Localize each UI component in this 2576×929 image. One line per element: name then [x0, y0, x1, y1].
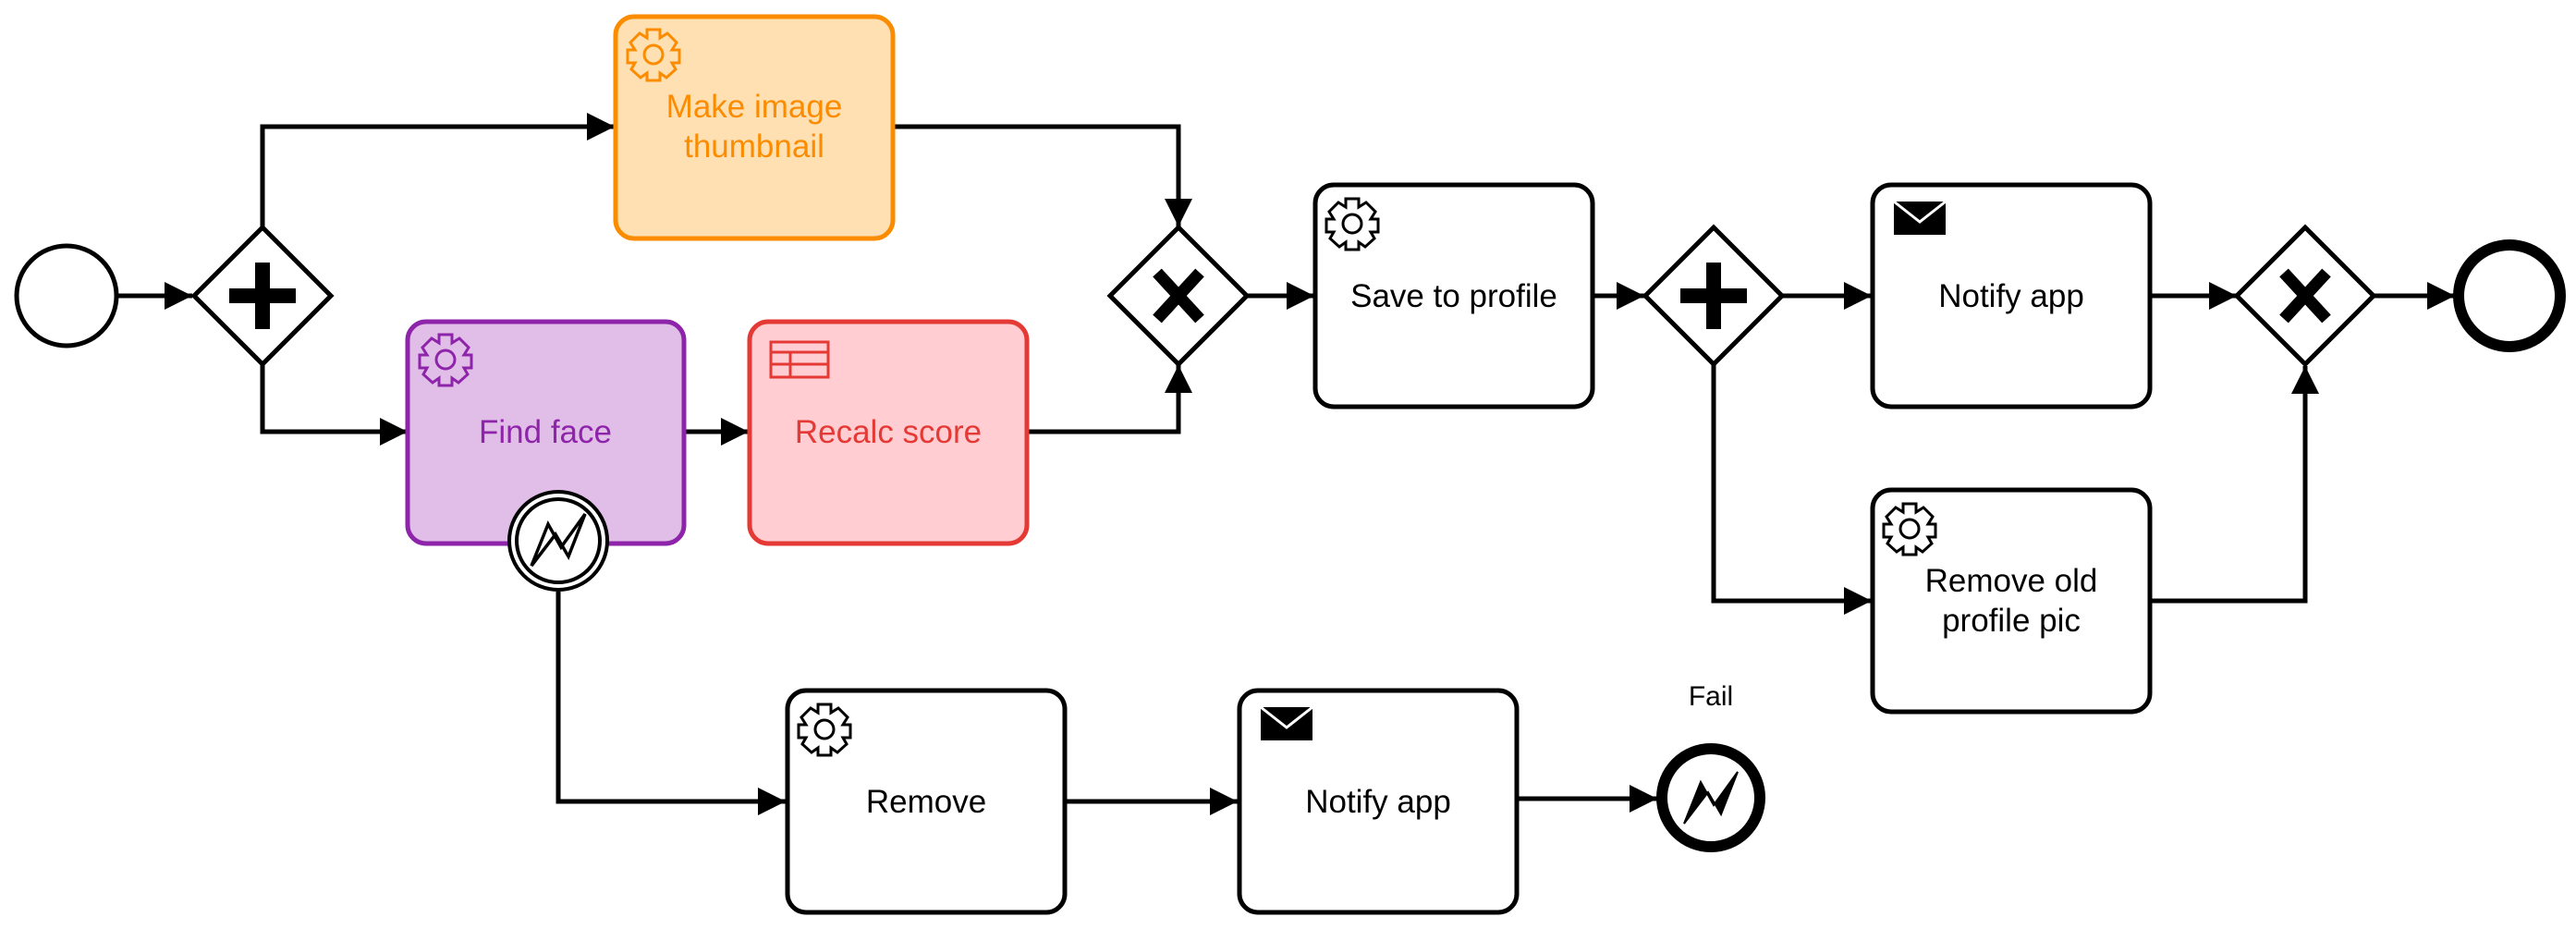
task-find-face[interactable]: Find face [405, 319, 687, 546]
task-label: Find face [479, 414, 612, 450]
task-label: Save to profile [1350, 278, 1557, 314]
boundary-error-event[interactable] [507, 490, 609, 592]
parallel-gateway-split-2[interactable] [1642, 224, 1786, 368]
task-label: profile pic [1942, 603, 2081, 639]
task-label: Notify app [1938, 278, 2084, 314]
task-save-to-profile[interactable]: Save to profile [1312, 182, 1595, 409]
task-make-image-thumbnail[interactable]: Make image thumbnail [613, 14, 896, 241]
lightning-icon [530, 512, 587, 568]
end-event[interactable] [2453, 239, 2566, 352]
task-label: Recalc score [795, 414, 982, 450]
sequence-flows [116, 113, 2455, 815]
parallel-gateway-split[interactable] [190, 224, 335, 368]
error-end-event[interactable] [1656, 743, 1765, 852]
flow-recalc-to-join [1028, 365, 1192, 434]
flow-boundary-to-remove [555, 592, 786, 815]
lightning-icon [1683, 771, 1739, 825]
flow-removeold-to-join2 [2151, 366, 2319, 604]
task-remove-old-profile-pic[interactable]: Remove old profile pic [1870, 487, 2153, 715]
task-label: Remove old [1925, 563, 2098, 599]
task-notify-app[interactable]: Notify app [1870, 182, 2153, 409]
table-icon [769, 340, 830, 379]
task-label: Make image [666, 89, 843, 125]
flow-split2-to-removeold [1711, 364, 1872, 615]
envelope-icon [1892, 200, 1947, 237]
x-icon [1153, 268, 1204, 324]
task-recalc-score[interactable]: Recalc score [747, 319, 1030, 546]
exclusive-gateway-join-2[interactable] [2233, 224, 2377, 368]
flow-split-to-findface [260, 364, 408, 446]
x-icon [2279, 268, 2331, 324]
task-label: Notify app [1305, 784, 1451, 820]
flow-split-to-thumbnail [260, 113, 615, 227]
task-label: thumbnail [684, 128, 824, 165]
flow-thumbnail-to-join [894, 124, 1192, 226]
start-event[interactable] [14, 243, 119, 348]
plus-icon [1680, 263, 1747, 329]
plus-icon [229, 263, 296, 329]
error-end-label: Fail [1689, 681, 1733, 712]
task-remove[interactable]: Remove [785, 688, 1068, 915]
task-label: Remove [866, 784, 986, 820]
task-notify-app-fail[interactable]: Notify app [1237, 688, 1520, 915]
exclusive-gateway-join[interactable] [1106, 224, 1251, 368]
envelope-icon [1259, 705, 1314, 742]
